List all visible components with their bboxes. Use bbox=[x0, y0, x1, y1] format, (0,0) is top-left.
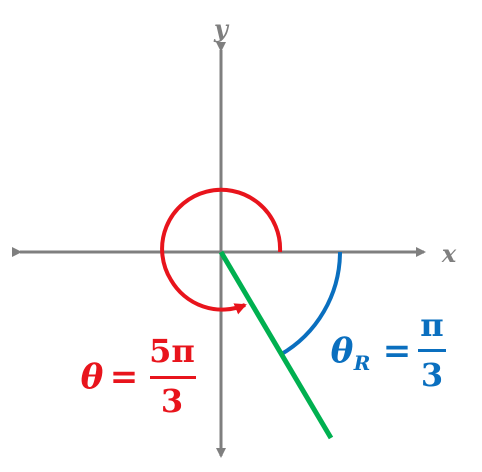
reference-angle-symbol: θ bbox=[331, 331, 354, 371]
reference-angle-denominator: 3 bbox=[421, 356, 443, 394]
reference-angle-numerator: π bbox=[420, 306, 443, 344]
angle-label: θ = 5π 3 bbox=[81, 332, 196, 420]
x-axis-label: x bbox=[441, 239, 457, 268]
angle-numerator: 5π bbox=[149, 332, 195, 370]
reference-angle-equals: = bbox=[383, 331, 412, 371]
angle-denominator: 3 bbox=[161, 382, 183, 420]
terminal-side bbox=[218, 250, 334, 440]
angle-fraction-bar bbox=[150, 376, 196, 379]
angle-arc bbox=[160, 187, 283, 315]
y-axis-label: y bbox=[213, 14, 230, 43]
angle-equals: = bbox=[110, 357, 139, 397]
reference-angle-arc bbox=[279, 251, 342, 357]
angle-symbol: θ bbox=[81, 357, 104, 397]
reference-angle-fraction-bar bbox=[418, 349, 446, 352]
reference-angle-label: θ R = π 3 bbox=[331, 306, 446, 394]
reference-angle-subscript: R bbox=[353, 351, 371, 375]
